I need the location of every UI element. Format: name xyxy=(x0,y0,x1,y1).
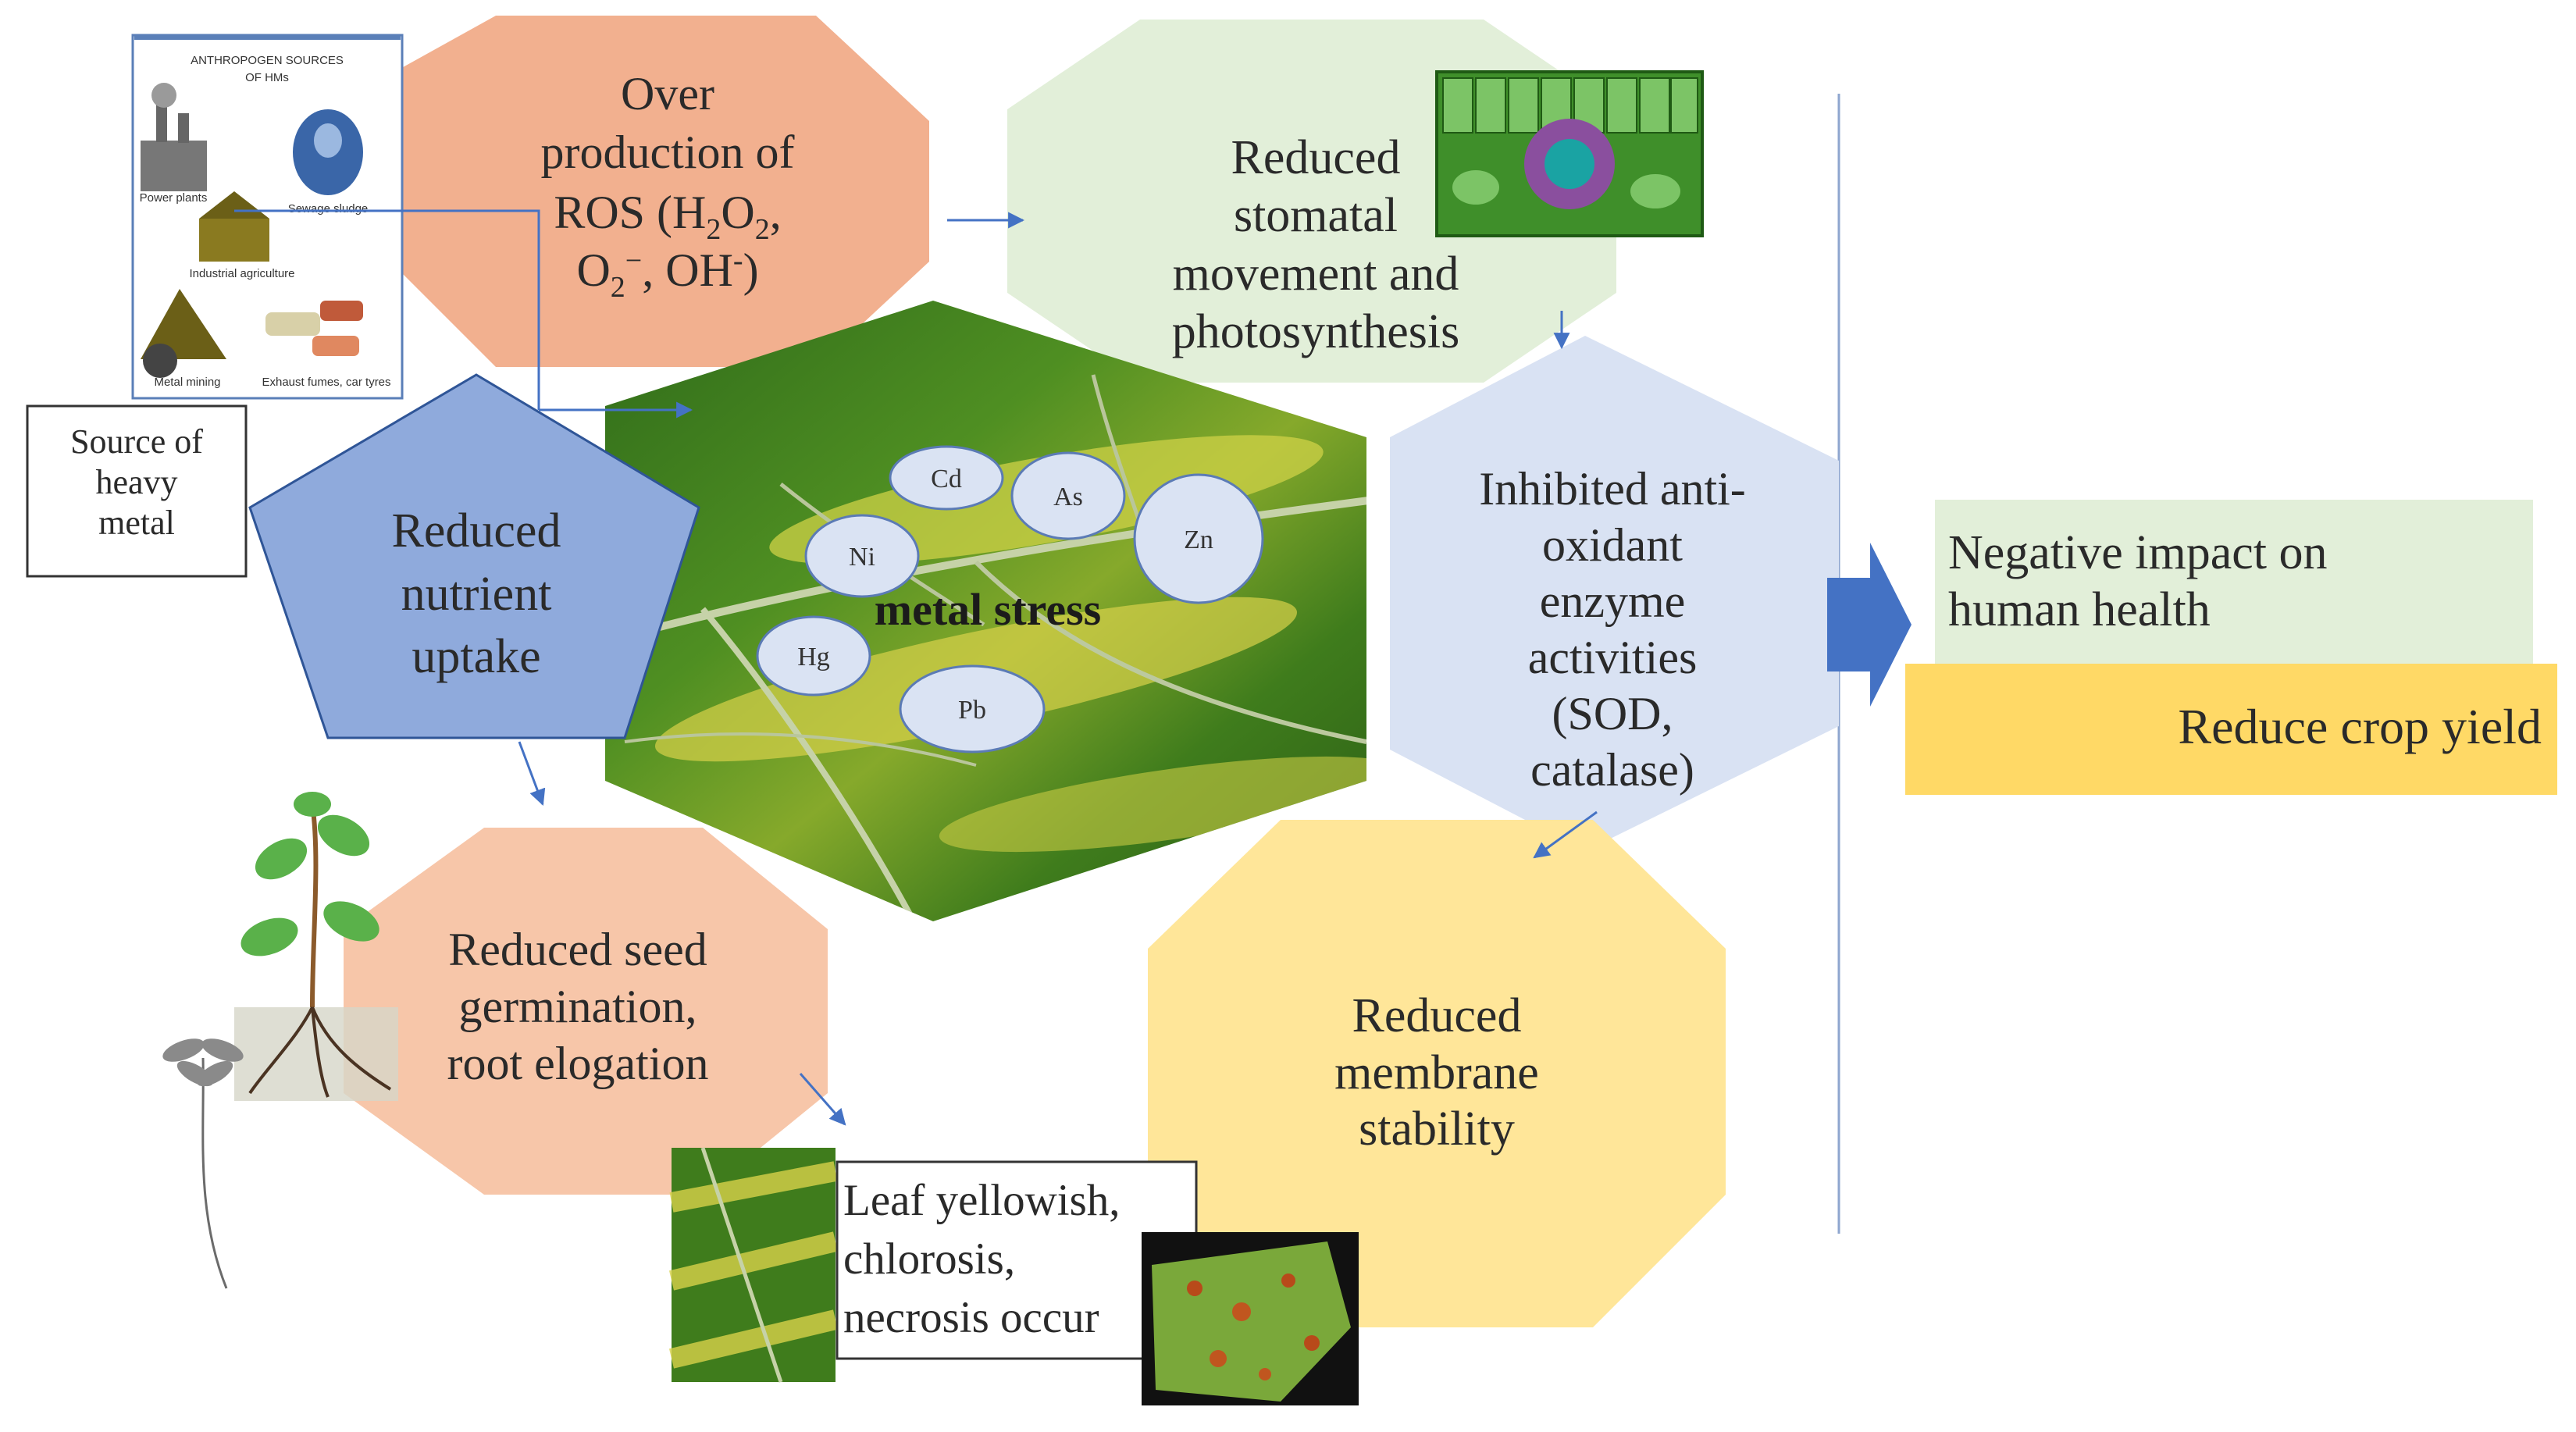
seed-hexagon xyxy=(344,828,828,1195)
antioxidant-line-2: oxidant xyxy=(1542,519,1683,571)
metal-cd xyxy=(889,445,1004,511)
leaf-line-1: Leaf yellowish, xyxy=(843,1176,1121,1225)
outcome-arrow xyxy=(1827,543,1912,707)
car-icon xyxy=(265,301,363,356)
connector-arrows xyxy=(234,209,1598,1126)
inset-item-2: Sewage sludge xyxy=(288,202,369,216)
metal-zn xyxy=(1133,473,1264,604)
inset-item-3: Industrial agriculture xyxy=(189,267,294,280)
seedling-icon xyxy=(162,1038,244,1289)
leaf-line-3: necrosis occur xyxy=(843,1293,1099,1343)
seed-label: Reduced seed germination, root elogation xyxy=(383,921,773,1093)
leaf-text-box xyxy=(836,1160,1198,1360)
source-label-line-1: Source of xyxy=(70,422,203,461)
inset-item-4: Metal mining xyxy=(154,376,220,389)
svg-text:O2−, OH-): O2−, OH-) xyxy=(576,244,758,304)
yield-label: Reduce crop yield xyxy=(2178,699,2542,754)
nutrient-pentagon xyxy=(248,373,700,739)
svg-text:Over: Over xyxy=(621,68,714,119)
source-label-line-2: heavy xyxy=(95,462,178,501)
metal-ellipses: Cd As Zn Ni Hg Pb xyxy=(756,445,1264,753)
health-label: Negative impact on human health xyxy=(1948,525,2526,639)
antioxidant-line-4: activities xyxy=(1527,632,1698,683)
metal-zn-label: Zn xyxy=(1184,525,1213,554)
seed-line-3: root elogation xyxy=(447,1038,709,1090)
health-line-2: human health xyxy=(1948,583,2211,637)
stomatal-line-3: movement and xyxy=(1172,247,1459,301)
leaf-line-2: chlorosis, xyxy=(843,1234,1016,1284)
ros-text: Over production of ROS (H2O2, O2−, OH-) xyxy=(541,68,795,304)
ros-hexagon xyxy=(390,16,929,367)
factory-icon xyxy=(141,83,207,191)
center-label: metal stress xyxy=(875,584,1101,635)
inset-item-5: Exhaust fumes, car tyres xyxy=(262,376,390,389)
plant-root-icon xyxy=(234,792,398,1101)
metal-ni xyxy=(804,514,920,598)
inset-title-1: ANTHROPOGEN SOURCES xyxy=(191,54,344,67)
source-box xyxy=(26,404,248,578)
metal-as xyxy=(1010,451,1126,540)
inset-title-2: OF HMs xyxy=(245,71,289,84)
yield-box xyxy=(1905,664,2557,795)
membrane-line-2: membrane xyxy=(1334,1046,1539,1099)
stomatal-label: Reduced stomatal movement and photosynth… xyxy=(1093,129,1538,362)
source-inset: ANTHROPOGEN SOURCES OF HMs Power plants … xyxy=(131,34,404,400)
metal-pb-label: Pb xyxy=(958,696,986,725)
stomatal-line-1: Reduced xyxy=(1231,131,1401,184)
metal-hg xyxy=(756,615,871,696)
seed-line-1: Reduced seed xyxy=(448,924,707,975)
antioxidant-line-5: (SOD, xyxy=(1552,688,1673,739)
metal-cd-label: Cd xyxy=(931,465,962,493)
metal-as-label: As xyxy=(1053,483,1083,511)
health-line-1: Negative impact on xyxy=(1948,526,2328,579)
seed-line-2: germination, xyxy=(458,981,697,1033)
inset-item-1: Power plants xyxy=(140,191,208,205)
stomatal-line-4: photosynthesis xyxy=(1171,305,1460,359)
nutrient-line-3: uptake xyxy=(412,630,541,684)
nutrient-label: Reduced nutrient uptake xyxy=(328,500,625,689)
antioxidant-line-3: enzyme xyxy=(1539,575,1686,627)
membrane-line-1: Reduced xyxy=(1352,989,1522,1042)
stomatal-line-2: stomatal xyxy=(1233,189,1398,243)
sludge-icon xyxy=(293,109,363,195)
antioxidant-label: Inhibited anti- oxidant enzyme activitie… xyxy=(1406,461,1819,798)
nutrient-line-2: nutrient xyxy=(401,567,552,621)
leaf-chlorosis-photo xyxy=(668,1147,839,1383)
membrane-label: Reduced membrane stability xyxy=(1218,988,1655,1158)
antioxidant-line-1: Inhibited anti- xyxy=(1479,463,1746,515)
metal-hg-label: Hg xyxy=(797,643,830,671)
metal-ni-label: Ni xyxy=(849,543,875,572)
antioxidant-line-6: catalase) xyxy=(1530,744,1694,796)
stomata-cell-icon xyxy=(1435,70,1704,237)
mining-icon xyxy=(141,289,226,378)
health-box xyxy=(1935,500,2533,671)
membrane-line-3: stability xyxy=(1359,1102,1515,1156)
antioxidant-hexagon xyxy=(1390,336,1839,851)
source-label: Source of heavy metal xyxy=(27,422,246,543)
membrane-hexagon xyxy=(1148,820,1726,1327)
leaf-necrosis-photo xyxy=(1142,1232,1359,1405)
svg-text:production of: production of xyxy=(541,126,795,178)
nutrient-line-1: Reduced xyxy=(391,504,561,557)
svg-text:ROS (H2O2,: ROS (H2O2, xyxy=(554,187,781,246)
leaf-label: Leaf yellowish, chlorosis, necrosis occu… xyxy=(843,1171,1195,1348)
metal-pb xyxy=(899,664,1046,753)
source-label-line-3: metal xyxy=(98,503,175,542)
